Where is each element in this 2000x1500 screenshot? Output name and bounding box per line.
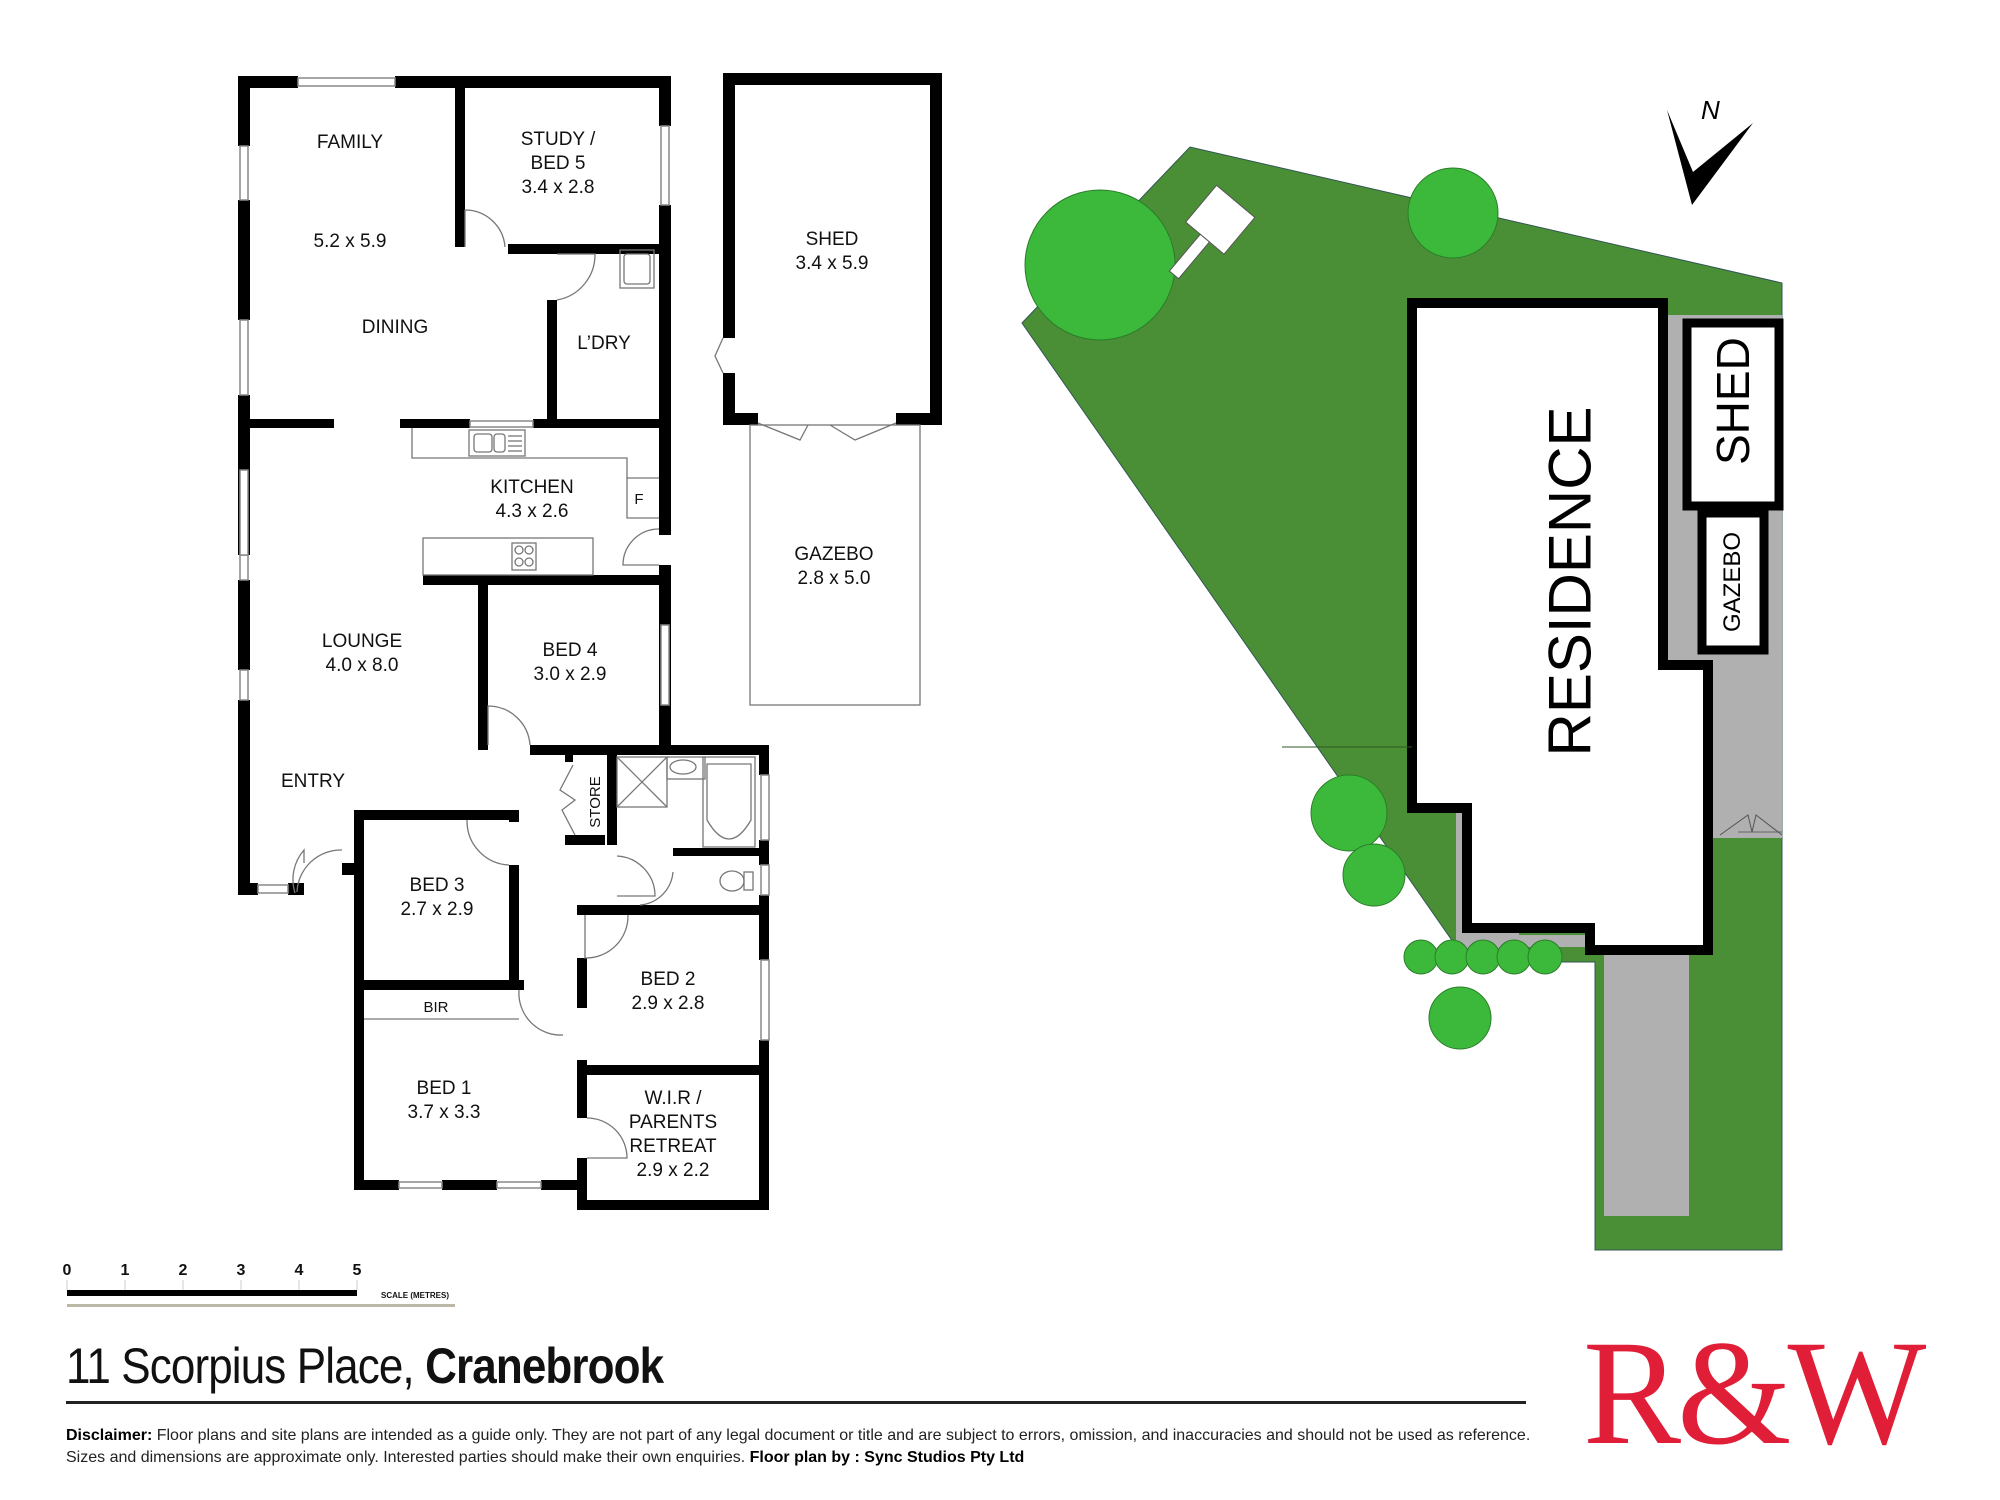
room-lounge: LOUNGE 4.0 x 8.0 — [322, 630, 402, 678]
room-name: DINING — [361, 317, 429, 338]
disclaimer-text: Floor plans and site plans are intended … — [66, 1427, 1531, 1466]
floor-plan-credit: Floor plan by : Sync Studios Pty Ltd — [749, 1449, 1025, 1466]
room-name: KITCHEN — [490, 477, 574, 498]
room-laundry: L’DRY — [577, 332, 631, 356]
room-name: ENTRY — [280, 771, 346, 792]
room-gazebo: GAZEBO 2.8 x 5.0 — [794, 543, 873, 591]
room-shed: SHED 3.4 x 5.9 — [796, 228, 869, 276]
room-name: LOUNGE — [321, 631, 403, 652]
footer-divider — [66, 1401, 1526, 1404]
site-shed-label: SHED — [1707, 337, 1759, 465]
disclaimer-label: Disclaimer: — [66, 1427, 153, 1444]
scale-tick: 0 — [62, 1262, 72, 1279]
north-label: N — [1701, 95, 1720, 125]
site-gazebo-label: GAZEBO — [1719, 531, 1746, 633]
room-dims: 4.0 x 8.0 — [325, 655, 399, 676]
room-study: STUDY / BED 5 3.4 x 2.8 — [521, 128, 596, 200]
room-bed2: BED 2 2.9 x 2.8 — [632, 968, 705, 1016]
room-dims: 3.0 x 2.9 — [533, 664, 607, 685]
room-name: PARENTS — [628, 1112, 718, 1133]
room-name: SHED — [805, 229, 859, 250]
property-address: 11 Scorpius Place, Cranebrook — [66, 1337, 664, 1395]
scale-bar-graphic — [66, 1280, 455, 1307]
fixtures — [292, 209, 921, 1159]
room-name: BED 3 — [409, 875, 465, 896]
room-wir-parents-retreat: W.I.R / PARENTS RETREAT 2.9 x 2.2 — [629, 1087, 717, 1183]
room-name: L’DRY — [577, 333, 631, 354]
room-family-dims: 5.2 x 5.9 — [314, 230, 387, 254]
room-family: FAMILY — [317, 131, 383, 155]
room-name: BED 1 — [416, 1078, 472, 1099]
room-bed4: BED 4 3.0 x 2.9 — [534, 639, 607, 687]
room-name: BED 2 — [640, 969, 696, 990]
fridge-label: F — [634, 491, 644, 508]
address-suburb: Cranebrook — [425, 1338, 664, 1394]
room-dims: 3.4 x 5.9 — [795, 253, 869, 274]
room-name: BED 5 — [530, 153, 586, 174]
room-dims: 2.8 x 5.0 — [797, 568, 871, 589]
room-dims: 3.4 x 2.8 — [521, 177, 595, 198]
address-street: 11 Scorpius Place, — [66, 1338, 426, 1394]
room-name: BED 4 — [542, 640, 598, 661]
disclaimer: Disclaimer: Floor plans and site plans a… — [66, 1425, 1566, 1469]
room-dims: 2.7 x 2.9 — [400, 899, 474, 920]
brand-logo: R&W — [1583, 1310, 1926, 1476]
scale-label: SCALE (METRES) — [381, 1291, 449, 1300]
scale-tick: 4 — [294, 1262, 304, 1279]
room-dims: 2.9 x 2.2 — [636, 1160, 710, 1181]
scale-tick: 1 — [120, 1262, 130, 1279]
room-name: RETREAT — [629, 1136, 717, 1157]
scale-tick: 3 — [236, 1262, 246, 1279]
room-name: FAMILY — [316, 132, 384, 153]
room-name: STUDY / — [520, 129, 596, 150]
room-name: BIR — [423, 999, 449, 1016]
room-dims: 3.7 x 3.3 — [407, 1102, 481, 1123]
room-kitchen: KITCHEN 4.3 x 2.6 — [490, 476, 573, 524]
room-name: W.I.R / — [644, 1088, 702, 1109]
room-bir: BIR — [423, 996, 448, 1020]
site-residence-label: RESIDENCE — [1536, 406, 1604, 757]
room-name: GAZEBO — [794, 544, 874, 565]
room-dims: 4.3 x 2.6 — [495, 501, 569, 522]
room-dims: 5.2 x 5.9 — [313, 231, 387, 252]
room-bed3: BED 3 2.7 x 2.9 — [401, 874, 474, 922]
room-dining: DINING — [362, 316, 429, 340]
walls — [238, 73, 942, 1210]
room-bed1: BED 1 3.7 x 3.3 — [408, 1077, 481, 1125]
north-arrow-icon — [1665, 108, 1755, 208]
room-name: STORE — [587, 776, 604, 828]
site-plan — [1021, 110, 1784, 1251]
windows — [239, 77, 770, 1189]
room-store: STORE — [584, 776, 608, 827]
room-dims: 2.9 x 2.8 — [631, 993, 705, 1014]
scale-tick: 5 — [352, 1262, 362, 1279]
room-entry: ENTRY — [281, 770, 345, 794]
scale-tick: 2 — [178, 1262, 188, 1279]
